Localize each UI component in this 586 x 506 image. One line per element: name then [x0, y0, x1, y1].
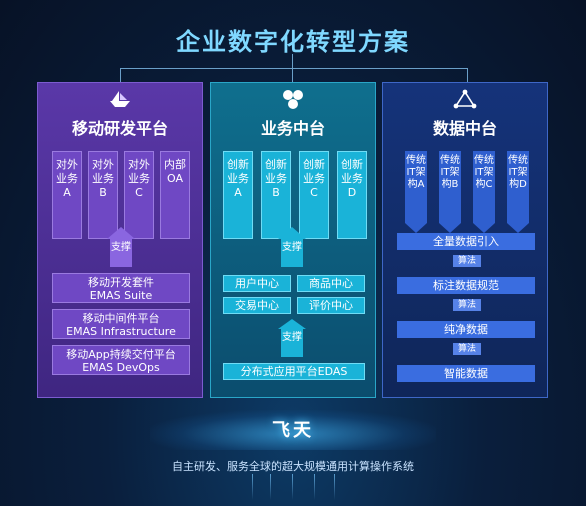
- algorithm-label: 算法: [453, 255, 481, 267]
- app-box: 传统IT架构B: [439, 151, 461, 223]
- data-step: 全量数据引入: [397, 233, 535, 250]
- business-middle-platform-panel: 业务中台 创新业务A 创新业务B 创新业务C 创新业务D 支撑 用户中心 商品中…: [210, 82, 376, 398]
- stack-title: 移动开发套件: [88, 276, 154, 289]
- column-title: 数据中台: [432, 119, 497, 138]
- app-box: 传统IT架构A: [405, 151, 427, 223]
- stack-box: 移动开发套件 EMAS Suite: [52, 273, 190, 303]
- mobile-dev-platform-panel: 移动研发平台 对外业务A 对外业务B 对外业务C 内部OA 支撑 移动开发套件 …: [37, 82, 203, 398]
- app-box: 对外业务A: [52, 151, 82, 239]
- stack-title: 移动中间件平台: [82, 312, 160, 325]
- app-box: 创新业务B: [261, 151, 291, 239]
- stack-box: 移动App持续交付平台 EMAS DevOps: [52, 345, 190, 375]
- column-title: 移动研发平台: [71, 119, 168, 138]
- center-box: 评价中心: [297, 297, 365, 314]
- app-box: 内部OA: [160, 151, 190, 239]
- boat-icon: [110, 91, 130, 107]
- down-arrow: [507, 223, 529, 233]
- algorithm-label: 算法: [453, 343, 481, 355]
- platform-glow: [150, 410, 436, 450]
- stack-subtitle: EMAS Infrastructure: [66, 325, 176, 338]
- light-beam: [334, 474, 335, 500]
- stack-subtitle: EMAS DevOps: [82, 361, 160, 374]
- app-box: 传统IT架构D: [507, 151, 529, 223]
- data-step: 智能数据: [397, 365, 535, 382]
- stack-box: 移动中间件平台 EMAS Infrastructure: [52, 309, 190, 339]
- algorithm-label: 算法: [453, 299, 481, 311]
- column-title: 业务中台: [260, 119, 325, 138]
- app-box: 对外业务C: [124, 151, 154, 239]
- hexagon-cluster-icon: [283, 90, 303, 109]
- app-box: 传统IT架构C: [473, 151, 495, 223]
- app-box: 创新业务D: [337, 151, 367, 239]
- stack-subtitle: EMAS Suite: [89, 289, 153, 302]
- base-box: 分布式应用平台EDAS: [223, 363, 365, 380]
- light-beam: [252, 474, 253, 500]
- support-arrow: [107, 227, 135, 239]
- light-beam: [314, 474, 315, 500]
- app-box: 创新业务C: [299, 151, 329, 239]
- platform-name: 飞天: [272, 420, 314, 441]
- app-box: 对外业务B: [88, 151, 118, 239]
- platform-description: 自主研发、服务全球的超大规模通用计算操作系统: [172, 460, 414, 473]
- connector-line: [120, 68, 468, 83]
- app-box: 创新业务A: [223, 151, 253, 239]
- data-step: 纯净数据: [397, 321, 535, 338]
- data-middle-platform-panel: 数据中台 传统IT架构A 传统IT架构B 传统IT架构C 传统IT架构D 全量数…: [382, 82, 548, 398]
- connector-line: [292, 54, 293, 82]
- support-label: 支撑: [281, 329, 303, 357]
- down-arrow: [473, 223, 495, 233]
- triangle-network-icon: [453, 89, 477, 109]
- support-arrow: [278, 319, 306, 329]
- light-beam: [270, 474, 271, 500]
- center-box: 交易中心: [223, 297, 291, 314]
- support-arrow: [278, 227, 306, 239]
- page-title: 企业数字化转型方案: [176, 28, 410, 56]
- support-label: 支撑: [110, 239, 132, 267]
- data-step: 标注数据规范: [397, 277, 535, 294]
- center-box: 用户中心: [223, 275, 291, 292]
- down-arrow: [439, 223, 461, 233]
- down-arrow: [405, 223, 427, 233]
- center-box: 商品中心: [297, 275, 365, 292]
- support-label: 支撑: [281, 239, 303, 267]
- light-beam: [292, 474, 293, 500]
- stack-title: 移动App持续交付平台: [66, 348, 176, 361]
